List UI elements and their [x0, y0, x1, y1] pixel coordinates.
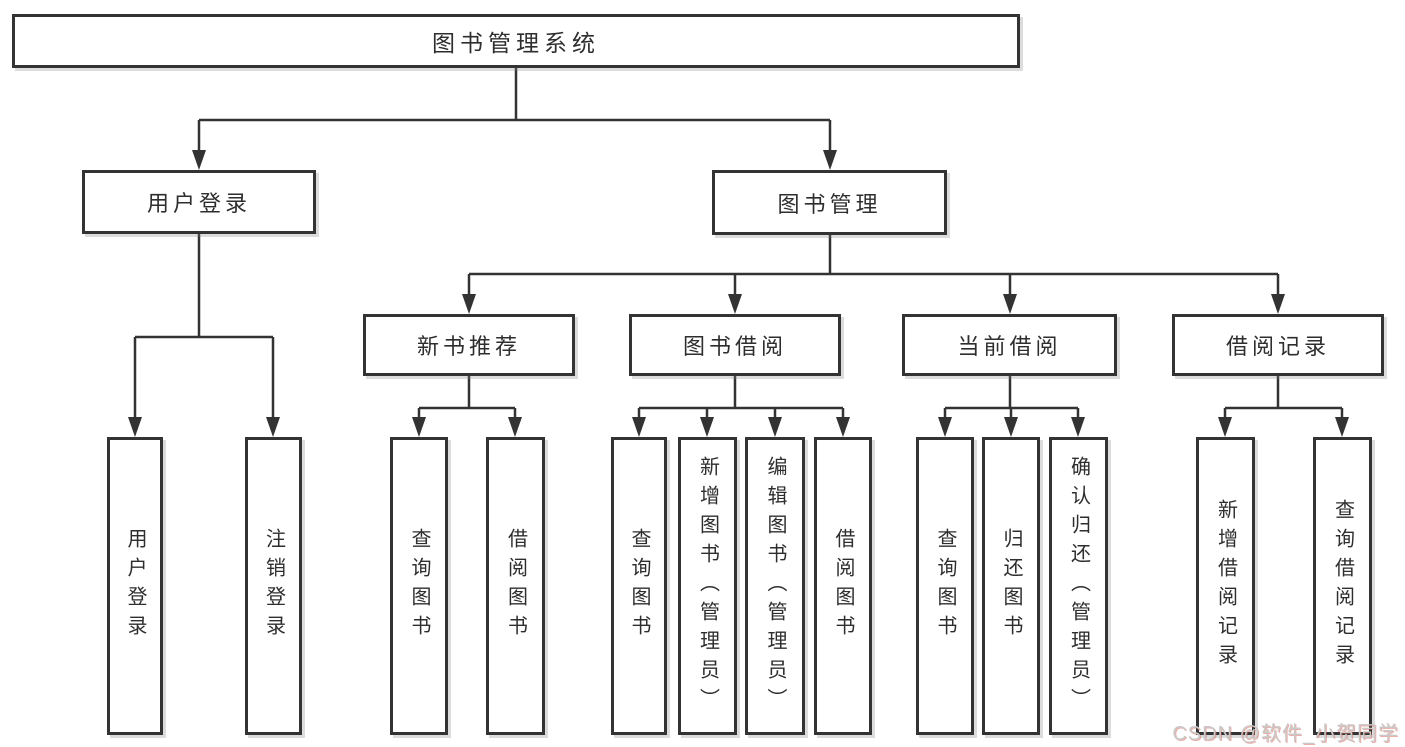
leaf-label: 借阅图书 [832, 528, 854, 644]
arrowhead [823, 150, 837, 170]
arrowhead [938, 417, 952, 437]
arrowhead [266, 417, 280, 437]
leaf-label: 用户登录 [124, 528, 146, 644]
leaf-borrow-edit-book-admin: 编辑图书（管理员） [745, 437, 805, 735]
node-borrow-record: 借阅记录 [1172, 314, 1384, 376]
arrowheads-group [128, 150, 1349, 437]
leaf-label: 查询图书 [934, 528, 956, 644]
node-user-login-label: 用户登录 [146, 191, 251, 216]
leaf-borrow-borrow-book: 借阅图书 [814, 437, 872, 735]
leaf-label: 查询图书 [628, 528, 650, 644]
connector-login [133, 234, 275, 419]
arrowhead [836, 417, 850, 437]
leaf-label: 编辑图书（管理员） [764, 455, 786, 717]
leaf-label: 查询借阅记录 [1331, 499, 1354, 673]
node-book-borrow-label: 图书借阅 [682, 334, 787, 359]
node-root: 图书管理系统 [12, 14, 1020, 68]
leaf-label: 归还图书 [1000, 528, 1022, 644]
connector-record [1223, 376, 1344, 419]
node-current-borrow-label: 当前借阅 [957, 334, 1062, 359]
arrowhead [412, 417, 426, 437]
node-new-book-recommend-label: 新书推荐 [416, 334, 521, 359]
node-borrow-record-label: 借阅记录 [1225, 334, 1330, 359]
watermark: CSDN @软件_小贺同学 [1172, 723, 1399, 745]
arrowhead [768, 417, 782, 437]
node-current-borrow: 当前借阅 [902, 314, 1117, 376]
leaf-login-user-login: 用户登录 [107, 437, 163, 735]
leaf-recommend-borrow-book: 借阅图书 [486, 437, 545, 735]
leaf-label: 查询图书 [408, 528, 430, 644]
leaf-label: 新增借阅记录 [1214, 499, 1237, 673]
leaf-record-query-record: 查询借阅记录 [1313, 437, 1372, 735]
connector-group [133, 68, 1344, 419]
arrowhead [1271, 294, 1285, 314]
node-root-label: 图书管理系统 [432, 30, 600, 56]
arrowhead [1004, 417, 1018, 437]
connector-root [197, 68, 832, 152]
arrowhead [192, 150, 206, 170]
connector-recommend [417, 376, 517, 419]
node-book-management-label: 图书管理 [777, 191, 882, 217]
arrowhead [1218, 417, 1232, 437]
leaf-borrow-add-book-admin: 新增图书（管理员） [678, 437, 737, 735]
node-book-management: 图书管理 [712, 170, 947, 235]
connector-borrow [637, 376, 845, 419]
leaf-recommend-query-book: 查询图书 [390, 437, 448, 735]
arrowhead [128, 417, 142, 437]
arrowhead [462, 294, 476, 314]
leaf-label: 注销登录 [262, 528, 285, 644]
leaf-record-add-record: 新增借阅记录 [1196, 437, 1255, 735]
leaf-borrow-query-book: 查询图书 [611, 437, 667, 735]
leaf-label: 新增图书（管理员） [696, 455, 719, 717]
node-user-login: 用户登录 [82, 170, 316, 234]
arrowhead [1335, 417, 1349, 437]
arrowhead [1071, 417, 1085, 437]
node-new-book-recommend: 新书推荐 [363, 314, 575, 376]
arrowhead [700, 417, 714, 437]
leaf-current-confirm-return-admin: 确认归还（管理员） [1049, 437, 1108, 735]
arrowhead [508, 417, 522, 437]
leaf-login-logout: 注销登录 [245, 437, 302, 735]
leaf-current-return-book: 归还图书 [982, 437, 1040, 735]
arrowhead [728, 294, 742, 314]
arrowhead [632, 417, 646, 437]
leaf-label: 借阅图书 [504, 528, 527, 644]
leaf-current-query-book: 查询图书 [916, 437, 974, 735]
connector-mgmt [467, 235, 1280, 296]
leaf-label: 确认归还（管理员） [1067, 455, 1090, 717]
arrowhead [1003, 294, 1017, 314]
connector-current [943, 376, 1080, 419]
node-book-borrow: 图书借阅 [629, 314, 841, 376]
